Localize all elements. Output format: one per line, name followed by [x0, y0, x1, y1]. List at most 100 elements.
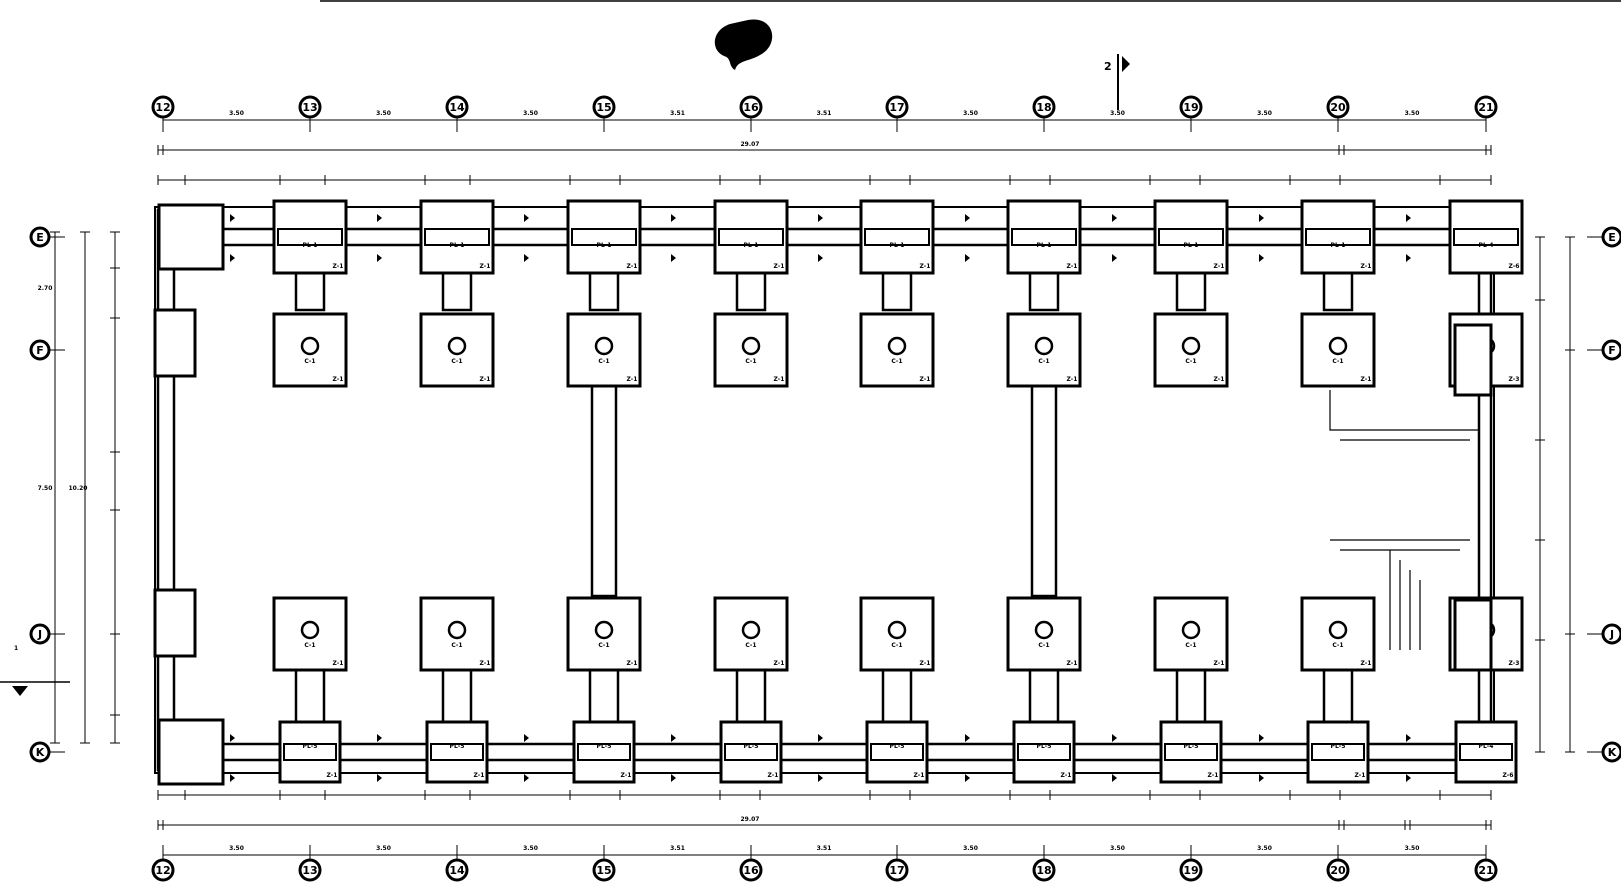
- grid-bubble-col-16: 16: [739, 95, 763, 132]
- section-mark-top: 2: [1104, 54, 1130, 110]
- footing-outline: [1153, 312, 1229, 388]
- footing: C-1Z-1: [1006, 312, 1082, 388]
- footing-tag: Z-1: [480, 660, 491, 667]
- footing: C-1Z-1: [713, 596, 789, 672]
- column-ring: [447, 336, 467, 356]
- column-mark: C-1: [891, 358, 902, 365]
- column-mark: C-1: [451, 358, 462, 365]
- footing-outline: [713, 312, 789, 388]
- dim-label: 3.51: [817, 110, 832, 117]
- footing-tag: Z-1: [1214, 376, 1225, 383]
- wall-footing: [1453, 598, 1493, 672]
- footing: Z-6: [1448, 199, 1524, 275]
- grid-bubble-label: 12: [155, 864, 170, 877]
- column-mark: C-1: [745, 358, 756, 365]
- footing-outline: [1006, 199, 1082, 275]
- section-mark-left: 1: [0, 645, 70, 696]
- pedestal: [571, 228, 637, 246]
- pedestal: [277, 228, 343, 246]
- pedestal-tag: PL-1: [744, 242, 759, 249]
- beam-section-arrow: [1112, 734, 1117, 742]
- dim-label: 3.50: [229, 845, 244, 852]
- column-mark: C-1: [304, 642, 315, 649]
- footing-tag: Z-1: [774, 660, 785, 667]
- grid-bubble-label: 17: [889, 101, 904, 114]
- pedestal: [424, 228, 490, 246]
- dim-overall-left: 10.20: [69, 485, 88, 492]
- column-ring: [594, 620, 614, 640]
- beam-section-arrow: [818, 254, 823, 262]
- column-mark: C-1: [1038, 642, 1049, 649]
- grid-bubble-label: 13: [302, 101, 317, 114]
- footing-outline: [419, 596, 495, 672]
- pedestal: [577, 743, 631, 761]
- grid-bubble-col-18: 18: [1032, 95, 1056, 132]
- footing: Z-1: [566, 199, 642, 275]
- footing: Z-1: [425, 720, 489, 784]
- footing: Z-1: [1012, 720, 1076, 784]
- footing-tag: Z-1: [480, 376, 491, 383]
- footing-outline: [419, 199, 495, 275]
- dim-label: 3.50: [1257, 845, 1272, 852]
- grid-bubble-row-J: J: [1587, 623, 1621, 645]
- grid-bubble-col-12: 12: [151, 95, 175, 132]
- footing: Z-1: [272, 199, 348, 275]
- footing: [157, 718, 225, 786]
- beam-section-arrow: [671, 214, 676, 222]
- dim-label: 3.50: [523, 110, 538, 117]
- pedestal-tag: PL-5: [1331, 743, 1346, 750]
- footing-outline: [272, 312, 348, 388]
- footing-tag: Z-1: [920, 263, 931, 270]
- pedestal: [870, 743, 924, 761]
- footing-outline: [157, 203, 225, 271]
- wall-footing: [153, 588, 197, 658]
- footing-tag: Z-3: [1509, 660, 1520, 667]
- footing-tag: Z-1: [774, 263, 785, 270]
- beam-section-arrow: [671, 734, 676, 742]
- footing-outline: [272, 199, 348, 275]
- footing-tag: Z-1: [920, 376, 931, 383]
- footing-tag: Z-1: [774, 376, 785, 383]
- wall-left: [156, 208, 176, 772]
- beam-section-arrow: [1406, 774, 1411, 782]
- dim-label: 3.50: [1257, 110, 1272, 117]
- grid-bubble-label: 15: [596, 101, 611, 114]
- dim-left-partial: 2.70: [38, 285, 53, 292]
- pedestal-tag: PL-1: [890, 242, 905, 249]
- footing-tag: Z-1: [627, 376, 638, 383]
- footing-tag: Z-1: [1361, 660, 1372, 667]
- footing: C-1Z-1: [566, 596, 642, 672]
- pedestal: [1011, 228, 1077, 246]
- grid-bubble-label: 20: [1330, 101, 1346, 114]
- grid-bubble-col-20: 20: [1326, 95, 1350, 132]
- footing-outline: [865, 720, 929, 784]
- tie-beam: [1322, 668, 1354, 727]
- beam-section-arrow: [818, 734, 823, 742]
- beam-section-arrow: [230, 214, 235, 222]
- beam-section-arrow: [671, 774, 676, 782]
- footing-tag: Z-1: [1214, 660, 1225, 667]
- beam-section-arrow: [818, 774, 823, 782]
- beam-section-arrow: [524, 734, 529, 742]
- grid-bubble-label: F: [1608, 344, 1616, 357]
- pedestal-tag: PL-1: [1037, 242, 1052, 249]
- column-ring: [741, 336, 761, 356]
- footing-tag: Z-6: [1509, 263, 1520, 270]
- beam-section-arrow: [377, 774, 382, 782]
- footing-outline: [157, 718, 225, 786]
- beam-section-arrow: [965, 214, 970, 222]
- footing-tag: Z-1: [920, 660, 931, 667]
- grid-bubble-label: 14: [449, 101, 465, 114]
- beam-section-arrow: [1406, 254, 1411, 262]
- pedestal: [430, 743, 484, 761]
- column-ring: [594, 336, 614, 356]
- footing: C-1Z-1: [1153, 596, 1229, 672]
- pedestal: [1311, 743, 1365, 761]
- grid-bubble-col-18: 18: [1032, 845, 1056, 882]
- footing: Z-1: [1306, 720, 1370, 784]
- column-ring: [300, 620, 320, 640]
- column-ring: [300, 336, 320, 356]
- grid-bubble-col-12: 12: [151, 845, 175, 882]
